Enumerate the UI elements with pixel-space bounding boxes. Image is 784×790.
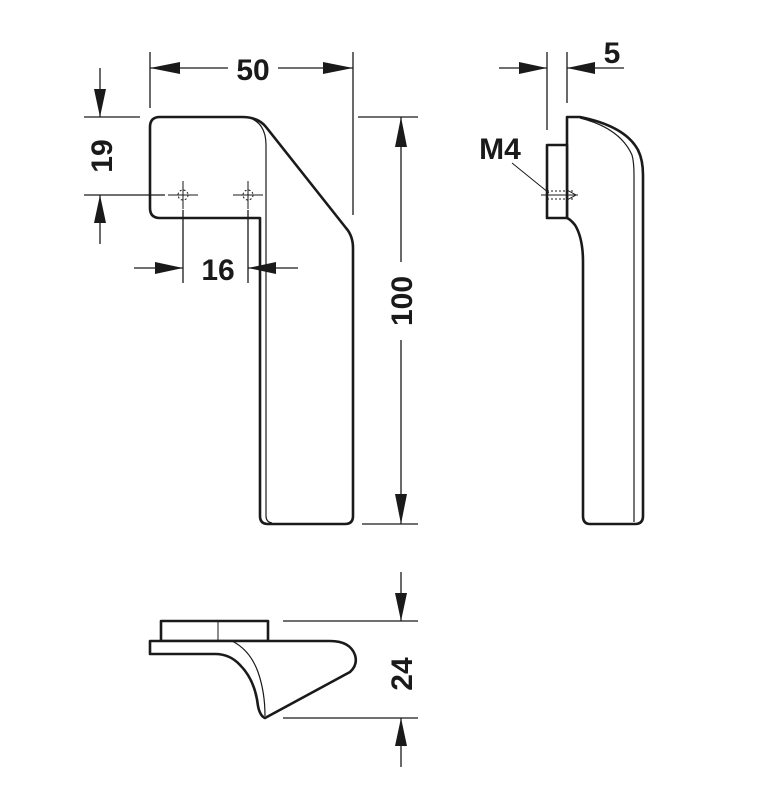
side-view: 5 M4 bbox=[479, 37, 645, 526]
top-view: 24 bbox=[148, 572, 419, 767]
front-view: 50 19 16 bbox=[84, 52, 419, 526]
side-view-inner-edge bbox=[579, 117, 635, 522]
dimension-total-height: 100 bbox=[358, 116, 419, 525]
dimension-top-height: 19 bbox=[84, 68, 165, 244]
thread-label: M4 bbox=[479, 133, 521, 166]
side-view-outline bbox=[565, 115, 645, 526]
mounting-hole-right bbox=[233, 181, 263, 209]
top-view-base-plate bbox=[159, 619, 270, 643]
thread-marker bbox=[541, 189, 578, 201]
dimension-hole-spacing-label: 16 bbox=[201, 254, 234, 287]
dimension-top-height-label: 19 bbox=[86, 139, 119, 172]
dimension-total-height-label: 100 bbox=[386, 276, 419, 326]
dimension-width: 50 bbox=[149, 52, 354, 215]
mounting-hole-left bbox=[168, 181, 198, 209]
top-view-inner-edge bbox=[231, 640, 266, 717]
thread-callout: M4 bbox=[479, 133, 550, 194]
threaded-insert bbox=[545, 143, 569, 220]
dimension-side-offset-label: 5 bbox=[604, 37, 621, 70]
dimension-width-label: 50 bbox=[236, 54, 269, 87]
front-view-inner-edge bbox=[249, 117, 273, 524]
dimension-depth-label: 24 bbox=[386, 657, 419, 691]
dimension-side-offset: 5 bbox=[499, 37, 624, 130]
front-view-outline bbox=[148, 115, 355, 526]
top-view-outline bbox=[148, 639, 358, 720]
dimension-hole-spacing: 16 bbox=[134, 210, 298, 287]
dimension-depth: 24 bbox=[283, 572, 419, 767]
